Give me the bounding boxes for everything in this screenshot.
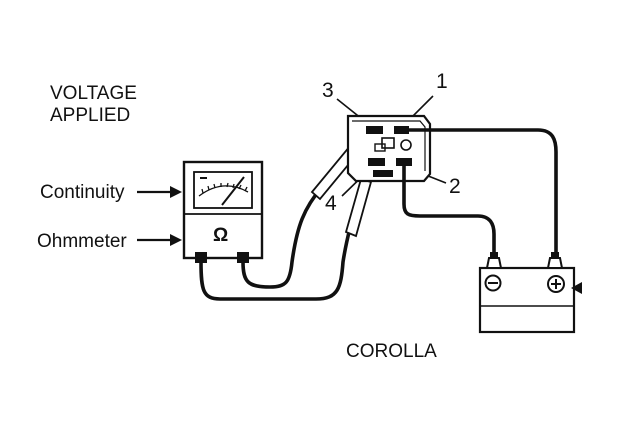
continuity-arrow [137, 186, 182, 198]
battery-negative-wire [402, 164, 496, 258]
ohmmeter-arrow [137, 234, 182, 246]
ohmmeter-device: Ω [182, 160, 264, 263]
battery-pointer-mark [571, 282, 582, 294]
voltage-label-line2: APPLIED [50, 105, 130, 126]
model-label: COROLLA [346, 341, 437, 362]
relay-terminal-3 [366, 126, 383, 134]
meter-dial [198, 177, 249, 197]
terminal-3-label: 3 [322, 79, 334, 102]
relay-terminal-2 [396, 158, 412, 166]
relay-terminal-1 [394, 126, 409, 134]
battery-positive-wire [407, 128, 558, 258]
meter-jack-right [237, 252, 249, 263]
ohm-symbol: Ω [213, 225, 228, 246]
ohmmeter-label: Ohmmeter [37, 231, 127, 252]
terminal-2-label: 2 [449, 175, 461, 198]
terminal-1-label: 1 [436, 70, 448, 93]
terminal-4-label: 4 [325, 192, 337, 215]
continuity-label: Continuity [40, 182, 125, 203]
battery [478, 252, 576, 334]
meter-jack-left [195, 252, 207, 263]
relay-terminal-4 [368, 158, 385, 166]
meter-needle [221, 176, 245, 206]
voltage-label-line1: VOLTAGE [50, 83, 137, 104]
relay-component [346, 114, 432, 183]
